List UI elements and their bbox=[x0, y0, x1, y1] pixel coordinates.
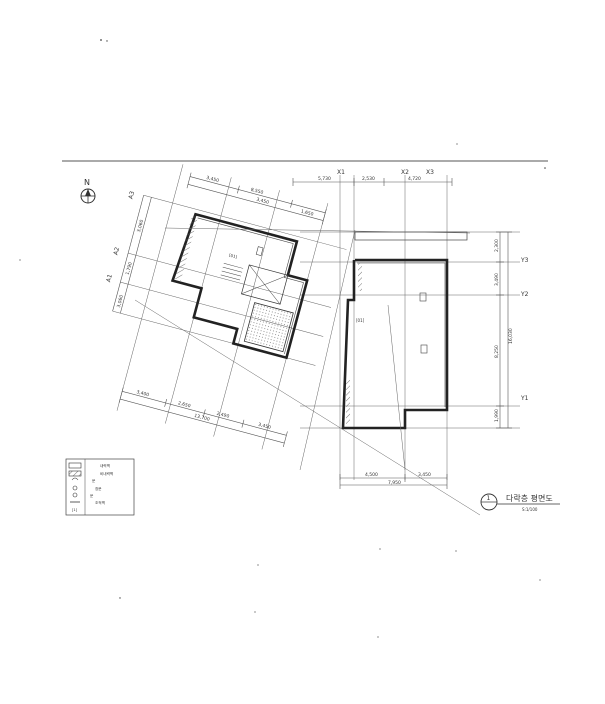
legend-item-5: 문 bbox=[90, 494, 94, 498]
rot-bottom-dim-3: 2,490 bbox=[216, 411, 230, 420]
rot-bottom-dim-4: 3,450 bbox=[257, 422, 271, 431]
right-dim-4: 1,990 bbox=[494, 409, 500, 422]
right-dim-1: 2,300 bbox=[494, 239, 500, 252]
legend-item-1: 내력벽 bbox=[100, 463, 110, 468]
right-dimension-chain: 2,300 3,490 8,250 1,990 16,030 bbox=[494, 231, 514, 429]
grid-lines-orthogonal bbox=[300, 175, 520, 480]
bottom-dimension-chain: 4,500 3,450 7,950 bbox=[339, 472, 448, 489]
grid-label-y1: Y1 bbox=[520, 395, 529, 402]
title-text: 다락층 평면도 bbox=[506, 493, 553, 503]
top-dim-2: 2,530 bbox=[362, 176, 375, 182]
grid-label-y2: Y2 bbox=[520, 291, 529, 298]
north-label: N bbox=[84, 178, 90, 187]
rot-top-dim-2: 3,450 bbox=[256, 197, 270, 206]
right-dim-3: 8,250 bbox=[494, 345, 500, 358]
bottom-dim-2: 3,450 bbox=[418, 472, 431, 478]
rotated-wing: 3,450 3,450 1,650 8,550 3,060 1,790 3,06… bbox=[105, 164, 347, 450]
top-dim-3: 4,720 bbox=[408, 176, 421, 182]
grid-bubbles-y: Y3 Y2 Y1 bbox=[520, 257, 529, 402]
rot-left-dim-1: 3,060 bbox=[136, 219, 145, 233]
legend-item-2: 비내력벽 bbox=[100, 471, 113, 476]
legend-item-3: 문 bbox=[92, 479, 96, 483]
grid-label-a3: A3 bbox=[127, 190, 136, 200]
rot-top-dim-1: 3,450 bbox=[206, 175, 220, 184]
rot-bottom-dim-2: 2,650 bbox=[177, 400, 191, 409]
north-arrow: N bbox=[80, 178, 96, 204]
room-label-right: [01] bbox=[356, 318, 365, 323]
grid-label-x3: X3 bbox=[426, 169, 434, 176]
legend-item-4: 창문 bbox=[95, 486, 102, 491]
rot-bottom-dim-1: 3,400 bbox=[136, 389, 150, 398]
legend-item-6: 조적벽 bbox=[95, 500, 105, 505]
title-number: 1 bbox=[487, 495, 491, 502]
room-label-left: [01] bbox=[228, 252, 238, 259]
grid-label-y3: Y3 bbox=[520, 257, 529, 264]
top-dim-1: 5,730 bbox=[318, 176, 331, 182]
top-dimension-chain: 5,730 2,530 4,720 bbox=[292, 176, 453, 186]
grid-label-a1: A1 bbox=[105, 273, 114, 283]
grid-label-x1: X1 bbox=[337, 169, 345, 176]
right-wing-walls: [01] bbox=[341, 231, 468, 430]
legend-item-7: [1] bbox=[72, 508, 78, 512]
drawing-title: 1 다락층 평면도 S:1/100 bbox=[480, 493, 560, 512]
rot-top-dim-total: 8,550 bbox=[250, 187, 264, 196]
right-dim-2: 3,490 bbox=[494, 273, 500, 286]
rot-top-dim-3: 1,650 bbox=[300, 209, 314, 218]
bottom-dim-1: 4,500 bbox=[365, 472, 378, 478]
rot-left-dim-2: 1,790 bbox=[125, 261, 134, 275]
grid-label-a2: A2 bbox=[112, 246, 121, 256]
grid-bubbles-x: X1 X2 X3 bbox=[337, 169, 434, 176]
title-scale: S:1/100 bbox=[522, 507, 538, 512]
right-dim-total: 16,030 bbox=[508, 328, 514, 344]
rot-left-dim-3: 3,060 bbox=[116, 294, 125, 308]
bottom-dim-total: 7,950 bbox=[388, 480, 401, 486]
grid-label-x2: X2 bbox=[401, 169, 409, 176]
construction-lines bbox=[134, 227, 481, 516]
rot-bottom-dim-total: 13,700 bbox=[194, 413, 211, 423]
scan-specks bbox=[19, 39, 546, 638]
legend: 내력벽 비내력벽 문 창문 문 조적벽 [1] bbox=[65, 458, 135, 516]
